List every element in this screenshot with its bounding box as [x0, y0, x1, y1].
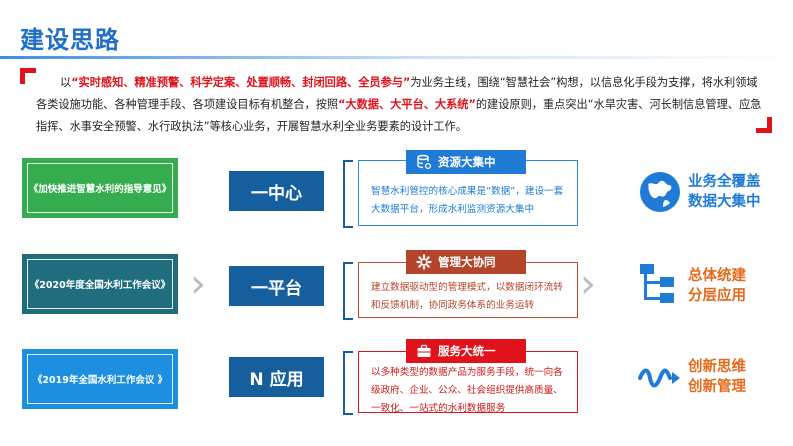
outcome-line: 业务全覆盖: [688, 174, 761, 190]
tag-resource-centralization: 资源大集中: [406, 150, 526, 174]
corner-bracket-bottom-right: [756, 117, 772, 133]
tag-management-collaboration: 管理大协同: [406, 250, 526, 274]
corner-bracket-top-left: [20, 68, 36, 84]
outcome-line: 创新管理: [688, 379, 746, 395]
outcome-line: 总体统建: [688, 268, 746, 284]
connector-bracket: [343, 351, 345, 415]
connector-tick: [343, 351, 353, 353]
intro-text-1: 以: [60, 76, 72, 89]
outcome-line: 创新思维: [688, 359, 746, 375]
page-title: 建设思路: [20, 26, 120, 54]
intro-highlight-1: “实时感知、精准预警、科学定案、处置顺畅、封闭回路、全员参与”: [71, 76, 411, 89]
tag-service-unification: 服务大统一: [406, 339, 526, 363]
globe-icon: [640, 172, 680, 212]
policy-card-label: 《加快推进智慧水利的指导意见》: [28, 184, 172, 195]
connector-tick: [343, 226, 353, 228]
policy-card-2019-conference: 《2019年全国水利工作会议 》: [22, 349, 178, 409]
intro-text-3: 的建设原则，重点突出“水旱灾害、河长制信息管理、应急指挥、水事安全预警、水行政执…: [36, 98, 762, 133]
outcome-line: 数据大集中: [688, 194, 761, 210]
tag-label: 资源大集中: [438, 155, 496, 169]
tag-label: 管理大协同: [438, 255, 496, 269]
block-one-center: 一中心: [229, 171, 324, 211]
block-n-applications: N 应用: [229, 357, 324, 397]
policy-card-2020-conference: 《2020年度全国水利工作会议》: [22, 254, 178, 314]
chevron-right-icon: ›: [190, 261, 206, 307]
connector-bracket: [343, 262, 345, 320]
intro-text-2: 为业务主线，围绕“智慧社会”构想，以信息化手段为支撑，将水利领域各类设施功能、各…: [36, 76, 758, 111]
intro-paragraph: 以“实时感知、精准预警、科学定案、处置顺畅、封闭回路、全员参与”为业务主线，围绕…: [36, 72, 766, 138]
wave-icon: [638, 368, 680, 388]
intro-highlight-2: “大数据、大平台、大系统”: [338, 98, 476, 111]
tag-label: 服务大统一: [438, 344, 496, 358]
block-one-platform: 一平台: [229, 266, 324, 306]
outcome-3: 创新思维 创新管理: [688, 357, 746, 397]
connector-bracket: [343, 160, 345, 228]
connector-tick: [343, 413, 353, 415]
gear-icon: [416, 254, 432, 270]
policy-card-label: 《2019年全国水利工作会议 》: [32, 375, 168, 386]
outcome-2: 总体统建 分层应用: [688, 266, 746, 306]
title-underline: [0, 56, 793, 59]
policy-card-guidance: 《加快推进智慧水利的指导意见》: [22, 158, 178, 218]
connector-tick: [343, 160, 353, 162]
connector-tick: [343, 318, 353, 320]
outcome-line: 分层应用: [688, 288, 746, 304]
outcome-1: 业务全覆盖 数据大集中: [688, 172, 761, 212]
chevron-right-icon: ›: [580, 261, 596, 307]
briefcase-icon: [417, 344, 431, 357]
hierarchy-icon: [640, 264, 674, 303]
connector-tick: [343, 262, 353, 264]
database-icon: [417, 154, 432, 170]
policy-card-label: 《2020年度全国水利工作会议》: [29, 280, 171, 291]
